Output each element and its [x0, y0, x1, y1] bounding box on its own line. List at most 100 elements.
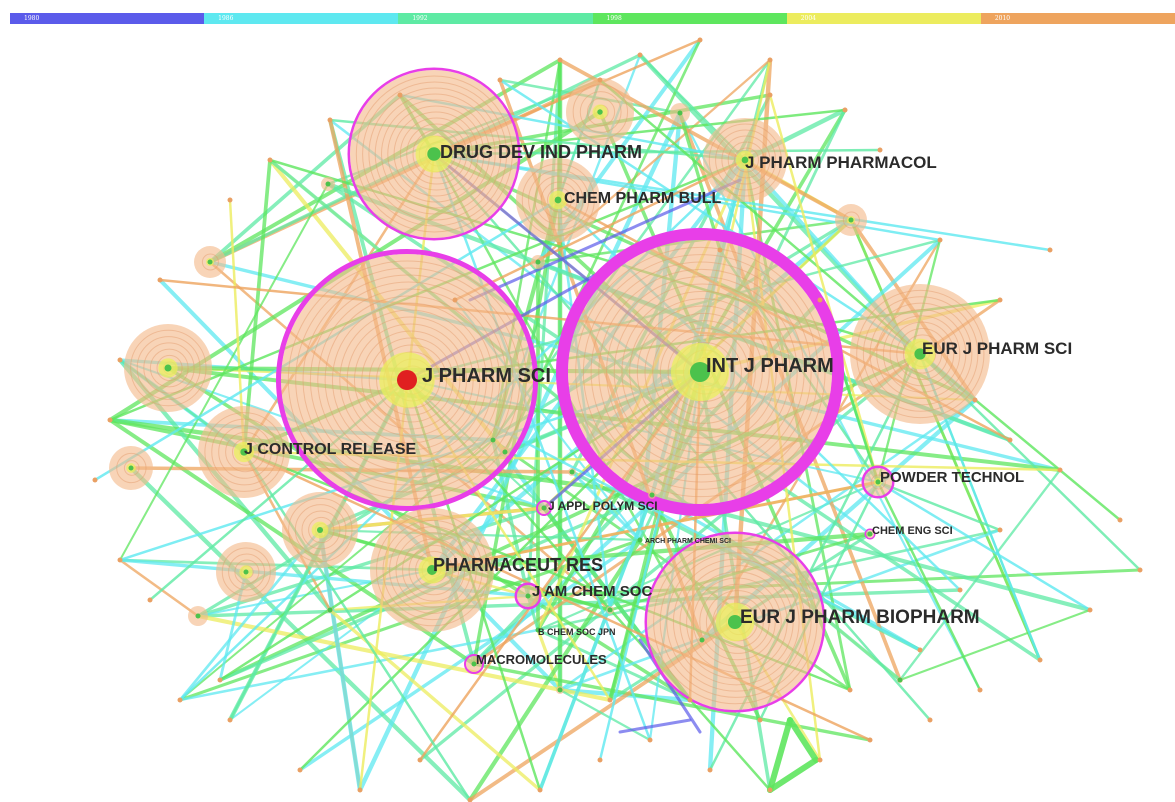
minor-node-dot: [117, 357, 123, 363]
minor-node-dot: [1057, 467, 1063, 473]
minor-node-dot: [927, 717, 933, 723]
minor-node-dot: [147, 597, 153, 603]
citation-edge-strong: [767, 717, 793, 793]
minor-node-dot: [957, 587, 963, 593]
minor-node-dot: [997, 527, 1003, 533]
minor-node-dot: [1037, 657, 1043, 663]
node-minor-8[interactable]: [188, 606, 208, 626]
citation-edge-early: [618, 718, 692, 734]
minor-node-dot: [972, 397, 978, 403]
node-b-chem-soc-jpn[interactable]: [535, 627, 541, 633]
minor-node-dot: [997, 297, 1003, 303]
minor-node-dot: [157, 277, 163, 283]
node-j-am-chem-soc[interactable]: [514, 582, 542, 610]
node-label-b-chem-soc-jpn[interactable]: B CHEM SOC JPN: [538, 627, 616, 637]
minor-node-dot: [757, 717, 763, 723]
node-minor-15[interactable]: [556, 686, 564, 694]
citation-edge: [195, 613, 613, 703]
minor-node-dot: [1117, 517, 1123, 523]
node-minor-7[interactable]: [216, 542, 276, 602]
node-label-pharmaceut-res[interactable]: PHARMACEUT RES: [433, 555, 603, 575]
minor-node-dot: [452, 297, 458, 303]
node-label-j-am-chem-soc[interactable]: J AM CHEM SOC: [532, 583, 652, 600]
minor-node-dot: [297, 767, 303, 773]
node-j-pharm-pharmacol[interactable]: [703, 118, 787, 202]
minor-node-dot: [717, 247, 723, 253]
citation-edge: [128, 465, 473, 802]
minor-node-dot: [817, 757, 823, 763]
citation-edge-early: [468, 178, 742, 302]
node-j-control-release[interactable]: [198, 406, 290, 498]
node-label-int-j-pharm[interactable]: INT J PHARM: [706, 355, 834, 377]
node-label-eur-j-pharm-biopharm[interactable]: EUR J PHARM BIOPHARM: [740, 607, 980, 628]
timeline-year: 2010: [994, 15, 1011, 22]
node-minor-13[interactable]: [648, 491, 656, 499]
node-chem-pharm-bull[interactable]: [516, 158, 600, 242]
node-minor-14[interactable]: [606, 606, 614, 614]
node-label-chem-pharm-bull[interactable]: CHEM PHARM BULL: [564, 190, 722, 207]
timeline-year: 2004: [800, 15, 816, 22]
node-macromolecules[interactable]: [464, 654, 484, 674]
node-minor-10[interactable]: [531, 255, 545, 269]
node-label-eur-j-pharm-sci[interactable]: EUR J PHARM SCI: [922, 339, 1072, 358]
minor-node-dot: [842, 107, 848, 113]
node-eur-j-pharm-biopharm[interactable]: [644, 531, 826, 713]
node-minor-19[interactable]: [327, 607, 333, 613]
minor-node-dot: [767, 92, 773, 98]
node-chem-eng-sci[interactable]: [864, 528, 876, 540]
citation-edge: [768, 93, 880, 484]
citation-edge: [467, 537, 643, 802]
node-minor-4[interactable]: [124, 324, 212, 412]
node-label-powder-technol[interactable]: POWDER TECHNOL: [880, 469, 1024, 486]
minor-node-dot: [697, 37, 703, 43]
minor-node-dot: [227, 717, 233, 723]
node-label-macromolecules[interactable]: MACROMOLECULES: [476, 652, 607, 667]
node-int-j-pharm[interactable]: [556, 228, 844, 516]
minor-node-dot: [647, 737, 653, 743]
citation-edge: [570, 470, 642, 542]
minor-node-dot: [877, 147, 883, 153]
node-label-chem-eng-sci[interactable]: CHEM ENG SCI: [872, 525, 953, 537]
node-j-pharm-sci[interactable]: [276, 249, 538, 511]
node-j-appl-polym-sci[interactable]: [536, 500, 552, 516]
node-arch-pharm[interactable]: [637, 537, 643, 543]
node-powder-technol[interactable]: [861, 465, 895, 499]
node-label-j-appl-polym-sci[interactable]: J APPL POLYM SCI: [548, 499, 658, 513]
citation-edge: [118, 558, 200, 618]
node-minor-2[interactable]: [835, 204, 867, 236]
node-minor-0[interactable]: [566, 78, 634, 146]
citation-edge: [317, 527, 363, 793]
node-minor-17[interactable]: [698, 636, 706, 644]
node-pharmaceut-res[interactable]: [370, 508, 494, 632]
node-minor-12[interactable]: [568, 468, 576, 476]
citation-edge-strong: [767, 757, 819, 793]
timeline-segment-2004: 2004: [786, 13, 981, 24]
citation-edge: [649, 492, 1093, 613]
node-minor-11[interactable]: [500, 447, 510, 457]
minor-node-dot: [417, 757, 423, 763]
minor-node-dot: [977, 687, 983, 693]
node-drug-dev[interactable]: [347, 67, 521, 241]
node-minor-9[interactable]: [321, 177, 335, 191]
node-minor-6[interactable]: [282, 492, 358, 568]
timeline-segment-1986: 1986: [204, 13, 399, 24]
minor-node-dot: [597, 757, 603, 763]
node-minor-16[interactable]: [490, 437, 496, 443]
node-eur-j-pharm-sci[interactable]: [850, 284, 990, 424]
minor-node-dot: [497, 77, 503, 83]
node-label-j-control-release[interactable]: J CONTROL RELEASE: [244, 441, 417, 458]
minor-node-dot: [1047, 247, 1053, 253]
node-label-arch-pharm-chemi-sci[interactable]: ARCH PHARM CHEMI SCI: [645, 538, 731, 545]
node-minor-5[interactable]: [109, 446, 153, 490]
node-minor-18[interactable]: [897, 677, 903, 683]
citation-edge: [876, 480, 982, 692]
node-label-drug-dev-ind-pharm[interactable]: DRUG DEV IND PHARM: [440, 142, 642, 162]
node-label-j-pharm-pharmacol[interactable]: J PHARM PHARMACOL: [745, 153, 937, 172]
node-minor-1[interactable]: [670, 103, 690, 123]
node-label-j-pharm-sci[interactable]: J PHARM SCI: [422, 365, 551, 387]
minor-node-dot: [637, 52, 643, 58]
minor-node-dot: [1087, 607, 1093, 613]
node-minor-3[interactable]: [194, 246, 226, 278]
citation-edge: [898, 468, 1062, 682]
minor-node-dot: [397, 92, 403, 98]
